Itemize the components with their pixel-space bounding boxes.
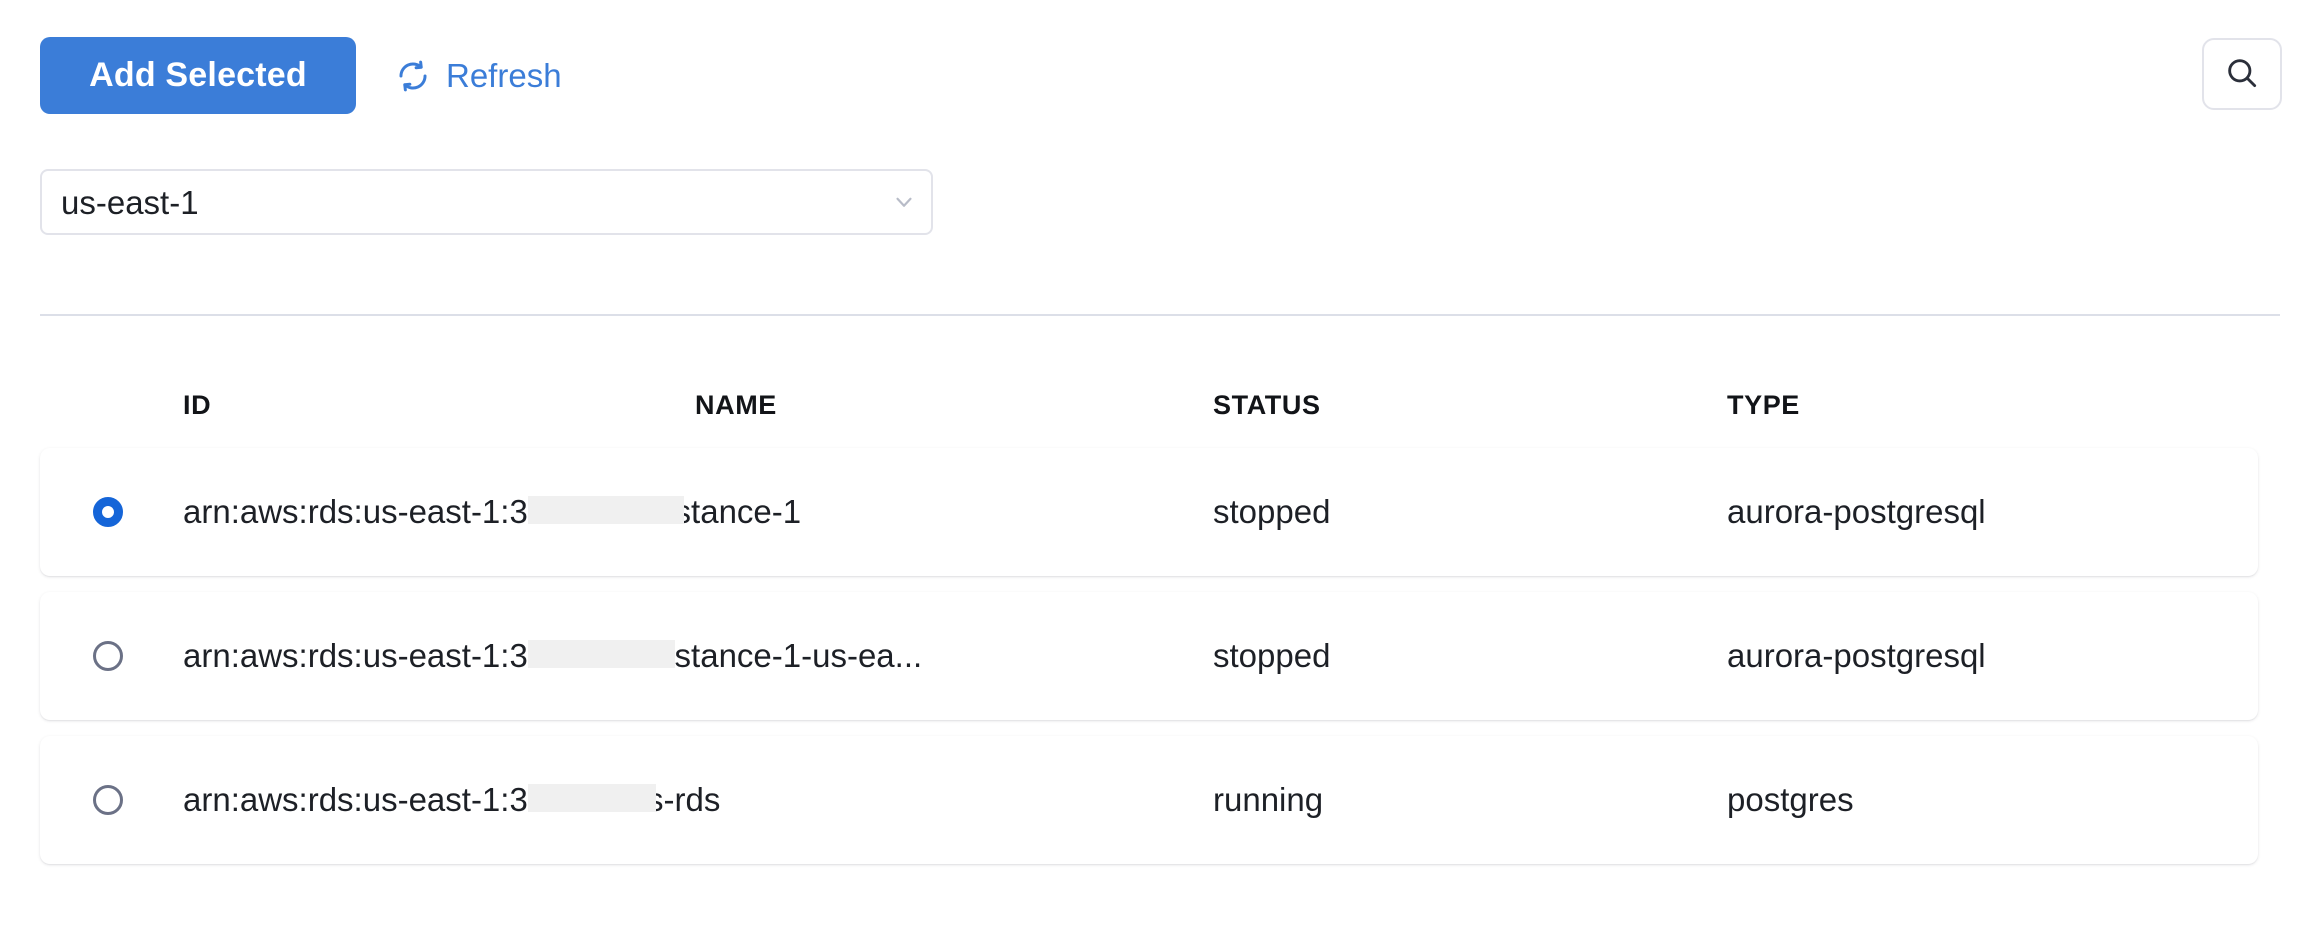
toolbar: Add Selected Refresh — [0, 0, 2298, 152]
column-header-id: ID — [183, 390, 212, 420]
table-row[interactable]: arn:aws:rds:us-east-1:3 base-1-instance-… — [40, 448, 2258, 576]
chevron-down-icon — [877, 189, 931, 215]
row-id-text: arn:aws:rds:us-east-1:3 todo-ecs-rds — [183, 781, 721, 818]
radio-button[interactable] — [93, 785, 123, 815]
column-header-name: NAME — [695, 390, 777, 420]
row-type-cell: aurora-postgresql — [1727, 637, 1986, 674]
column-header-type: TYPE — [1727, 390, 1800, 420]
row-id-cell: arn:aws:rds:us-east-1:3 base-1-instance-… — [183, 448, 801, 576]
row-radio-cell[interactable] — [78, 448, 138, 576]
add-selected-button[interactable]: Add Selected — [40, 37, 356, 114]
table-row[interactable]: arn:aws:rds:us-east-1:3 todo-ecs-rds run… — [40, 736, 2258, 864]
refresh-icon — [396, 59, 430, 93]
row-id-cell: arn:aws:rds:us-east-1:3 base-1-instance-… — [183, 592, 922, 720]
region-select[interactable]: us-east-1 — [40, 169, 933, 235]
row-id-text: arn:aws:rds:us-east-1:3 base-1-instance-… — [183, 637, 923, 674]
row-status-cell: stopped — [1213, 493, 1331, 530]
refresh-label: Refresh — [446, 57, 562, 94]
row-radio-cell[interactable] — [78, 736, 138, 864]
search-button[interactable] — [2202, 38, 2282, 110]
search-icon — [2223, 54, 2261, 95]
region-select-value: us-east-1 — [61, 183, 199, 221]
row-id-text: arn:aws:rds:us-east-1:3 base-1-instance-… — [183, 493, 802, 530]
table-row[interactable]: arn:aws:rds:us-east-1:3 base-1-instance-… — [40, 592, 2258, 720]
row-type-cell: aurora-postgresql — [1727, 493, 1986, 530]
refresh-button[interactable]: Refresh — [396, 37, 562, 114]
row-status-cell: running — [1213, 781, 1324, 818]
column-header-status: STATUS — [1213, 390, 1321, 420]
table-header-row: ID NAME STATUS TYPE — [0, 340, 2298, 448]
row-id-cell: arn:aws:rds:us-east-1:3 todo-ecs-rds — [183, 736, 720, 864]
radio-button-selected[interactable] — [93, 497, 123, 527]
row-radio-cell[interactable] — [78, 592, 138, 720]
section-divider — [40, 314, 2280, 316]
resources-table: ID NAME STATUS TYPE arn:aws:rds:us-east-… — [0, 340, 2298, 880]
row-type-cell: postgres — [1727, 781, 1854, 818]
row-status-cell: stopped — [1213, 637, 1331, 674]
radio-button[interactable] — [93, 641, 123, 671]
